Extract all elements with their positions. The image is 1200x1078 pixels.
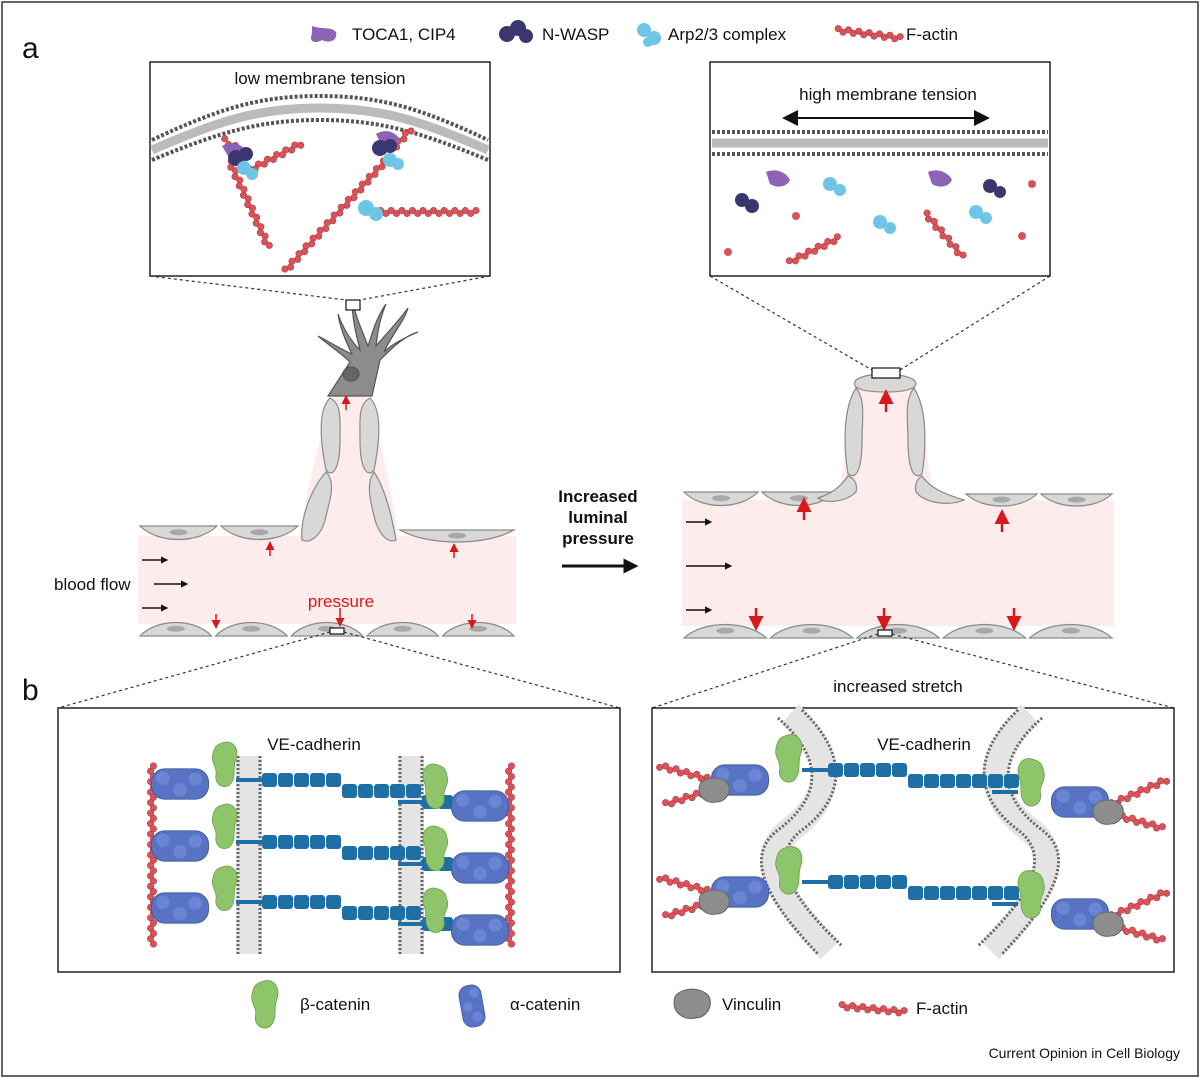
ve-cadherin [236,773,485,809]
blood-flow-label: blood flow [54,575,131,594]
factin-icon [834,25,904,43]
actin-filament [834,25,904,43]
endothelial-cell [138,621,213,637]
transition: Increased luminal pressure [558,487,639,574]
endothelial-cell [138,525,219,541]
legend-top: TOCA1, CIP4 N-WASP Arp2/3 complex F-acti… [310,20,958,47]
endothelial-cell [682,491,760,507]
membrane-inner-leaflet [151,117,489,162]
legend-arp-label: Arp2/3 complex [668,25,787,44]
toca-icon [310,26,337,42]
inset-low-tension: low membrane tension [149,61,491,277]
endothelial-cell [1028,623,1114,639]
membrane-outer-leaflet [151,93,489,142]
endothelial-cell [768,623,855,639]
endothelial-cell [214,621,289,637]
transition-line-3: pressure [562,529,634,548]
bilayer-wavy-left [759,704,844,960]
membrane-tails [150,103,490,155]
endothelial-cell [219,525,300,541]
legend-factin-label: F-actin [906,25,958,44]
high-tension-label: high membrane tension [799,85,977,104]
zoom-box-left-junction [329,627,345,635]
inset-right-frame [709,61,1051,277]
actin-filament [838,1001,908,1017]
transition-line-1: Increased [558,487,637,506]
endothelial-cell [1039,493,1114,507]
low-tension-label: low membrane tension [234,69,405,88]
legend-bcat-label: β-catenin [300,995,370,1014]
endothelial-cell [365,621,440,637]
alpha-catenin-icon [456,983,488,1029]
junction-right: increased stretch VE-cadherin [651,677,1175,973]
tip-cell [317,299,419,397]
zoom-lines-bottom [57,631,1175,709]
zoom-box-right-junction [877,629,893,637]
actin-filament [281,155,393,273]
inset-high-tension: high membrane tension [709,61,1051,277]
ve-cadherin [802,763,1019,794]
endothelial-cell [397,529,517,543]
actin-filament [785,233,841,265]
endothelial-cell [964,493,1039,507]
factin-bottom-icon [838,1001,908,1017]
pressure-label: pressure [308,592,374,611]
panel-label-b: b [22,674,39,707]
bilayer-left-1 [236,756,262,954]
junction-left-title: VE-cadherin [267,735,361,754]
zoom-box-right-tip [871,367,901,379]
legend-acat-label: α-catenin [510,995,580,1014]
transition-line-2: luminal [568,508,628,527]
beta-catenin-icon [251,980,279,1029]
panel-label-a: a [22,32,39,65]
credit: Current Opinion in Cell Biology [989,1045,1180,1061]
legend-toca-label: TOCA1, CIP4 [352,25,456,44]
vinculin-icon [673,988,711,1019]
legend-vinc-label: Vinculin [722,995,781,1014]
endothelial-cell [441,621,516,637]
actin-filament [227,157,273,249]
legend-factin-bottom-label: F-actin [916,999,968,1018]
stretch-label: increased stretch [833,677,962,696]
ve-cadherin [802,875,1019,906]
zoom-lines-top [149,275,1051,371]
zoom-box-left-tip [345,299,361,311]
legend-nwasp-label: N-WASP [542,25,609,44]
arp-icon [637,23,661,47]
left-inset-proteins [222,131,404,221]
junction-right-title: VE-cadherin [877,735,971,754]
legend-bottom: β-catenin α-catenin Vinculin F-actin [251,980,968,1029]
right-inset-proteins [724,170,1036,256]
endothelial-cell [941,623,1028,639]
actin-filament [656,874,716,897]
vessel-right [682,367,1114,639]
junction-left: VE-cadherin [57,707,621,973]
actin-filament [923,209,967,259]
nwasp-icon [499,20,533,43]
vessel-left: blood flow pressure [54,299,517,637]
actin-filament [245,141,305,173]
endothelial-cell [682,623,768,639]
